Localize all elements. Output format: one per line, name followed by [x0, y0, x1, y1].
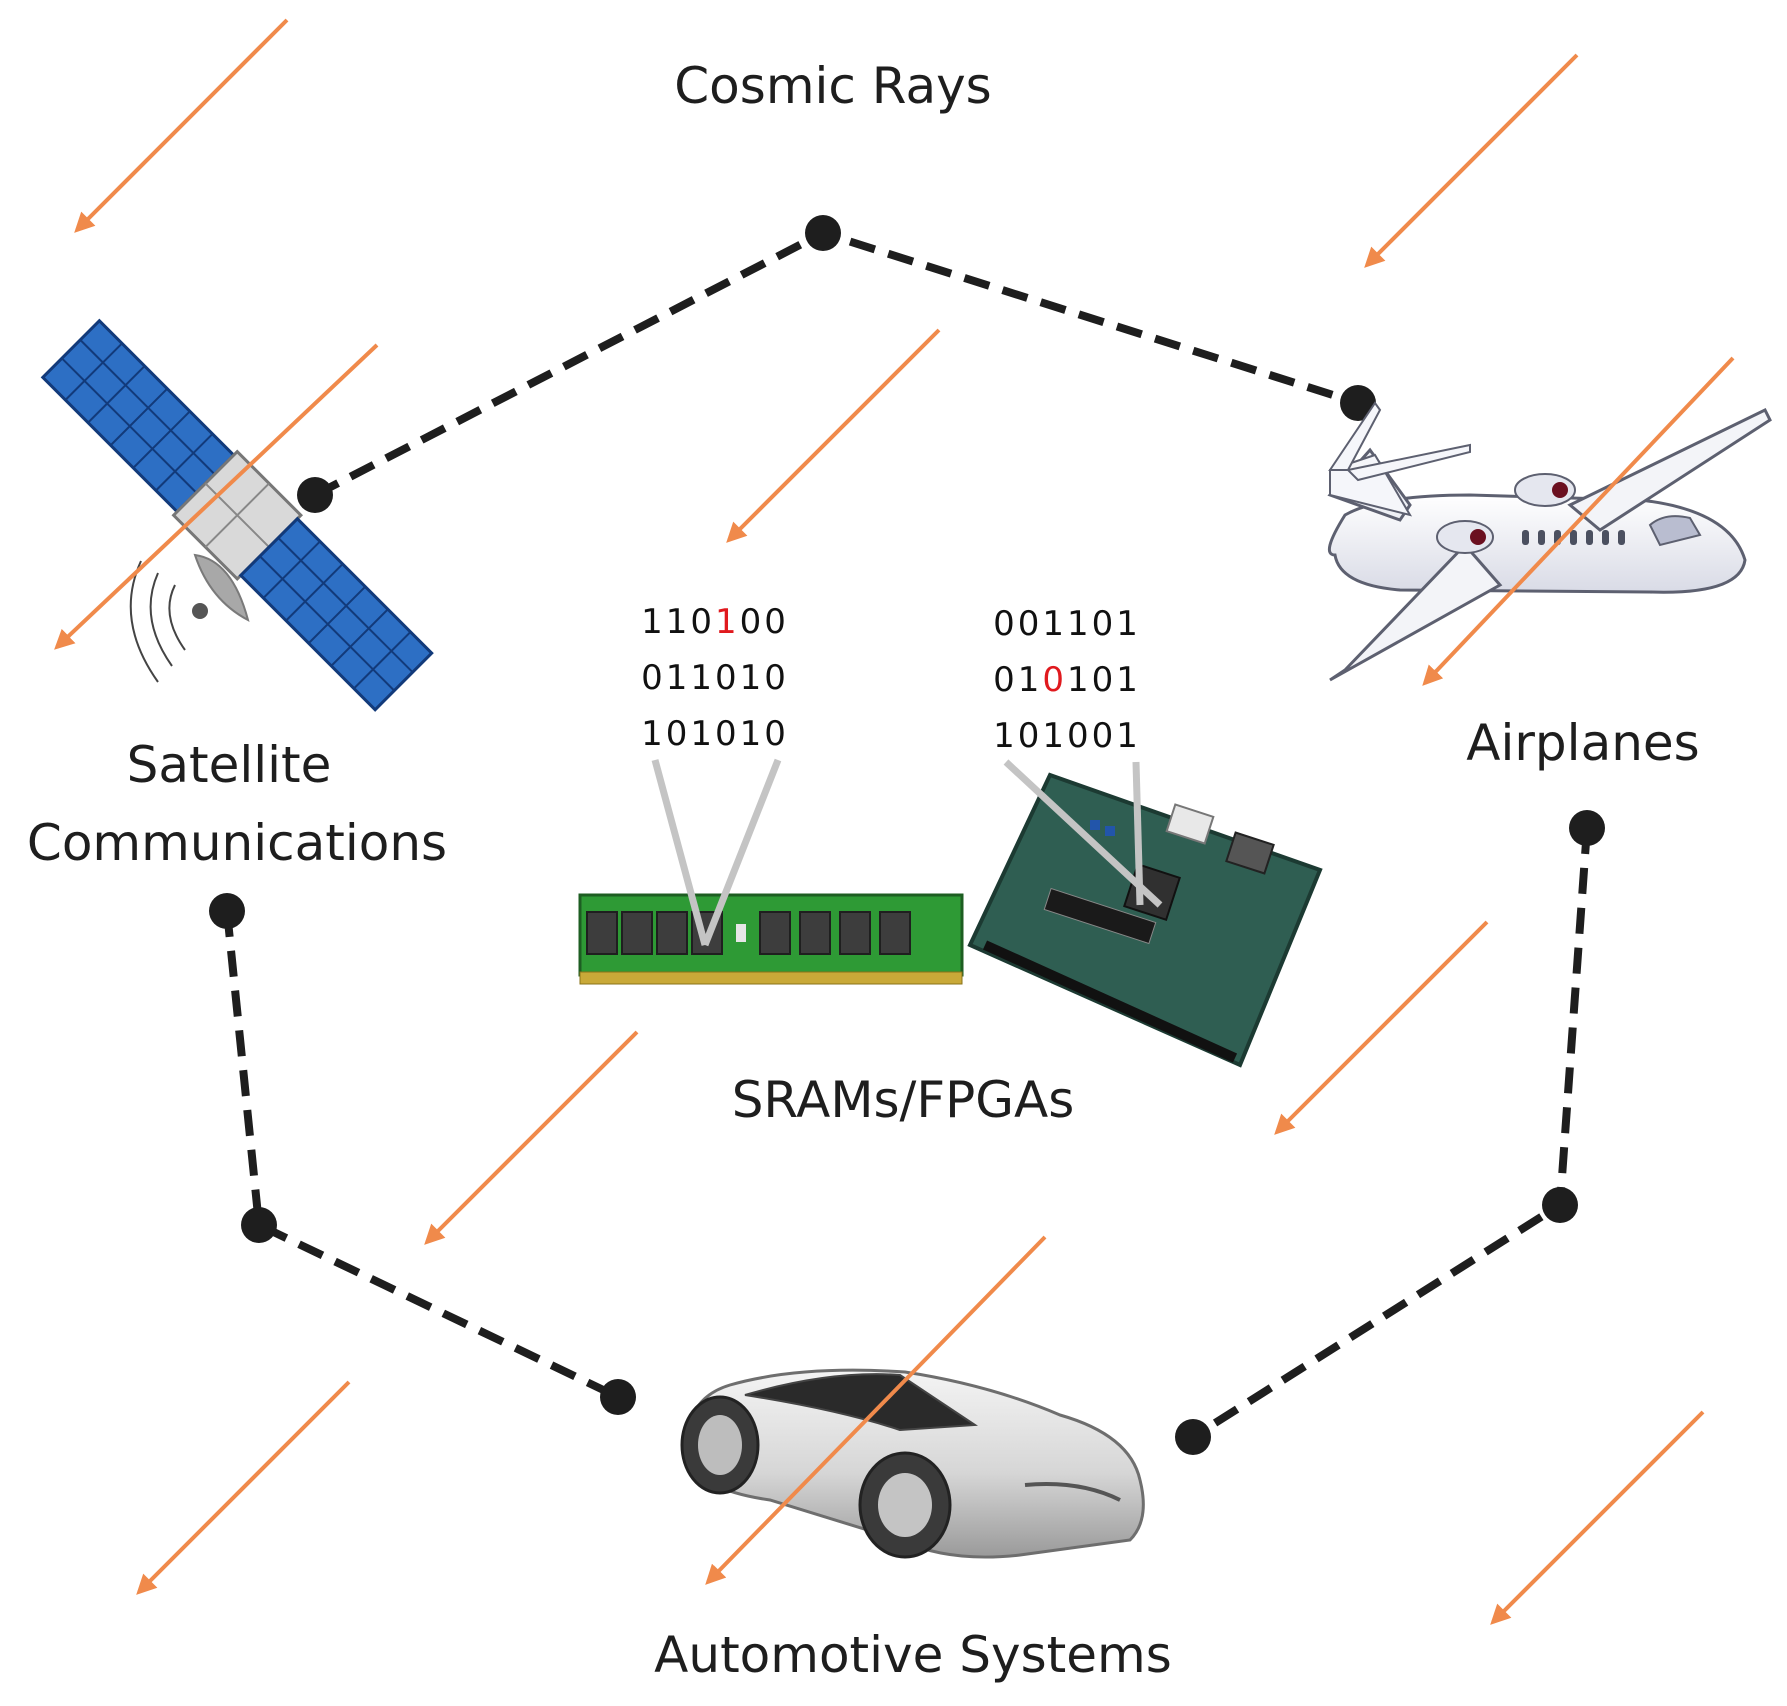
bit-row: 001101: [993, 604, 1141, 644]
label-satellite-line1: Satellite: [127, 736, 332, 794]
label-airplanes: Airplanes: [1466, 714, 1699, 772]
flipped-bit: 0: [1042, 660, 1067, 700]
link-satellite-to-airplane: [313, 228, 1360, 499]
bit-segment: 001101: [993, 604, 1141, 644]
node-dot: [1569, 810, 1605, 846]
link-satellite-to-car: [223, 910, 620, 1401]
cosmic-ray-arrow: [1274, 920, 1489, 1135]
label-automotive: Automotive Systems: [654, 1626, 1172, 1684]
bit-segment: 101: [1067, 660, 1141, 700]
bit-segment: 101010: [641, 714, 789, 754]
bit-segment: 01: [993, 660, 1042, 700]
bit-row: 110100: [641, 602, 789, 642]
cosmic-ray-arrow: [136, 1380, 351, 1595]
node-dot: [1175, 1419, 1211, 1455]
airplane-icon: [1327, 401, 1772, 682]
node-dot: [209, 893, 245, 929]
flipped-bit: 1: [715, 602, 740, 642]
cosmic-ray-arrow: [1490, 1410, 1705, 1625]
bit-row: 101001: [993, 716, 1141, 756]
cosmic-ray-arrow: [424, 1030, 639, 1245]
bit-segment: 101001: [993, 716, 1141, 756]
title-cosmic-rays: Cosmic Rays: [674, 57, 991, 115]
cosmic-ray-arrow: [74, 18, 289, 233]
bit-row: 101010: [641, 714, 789, 754]
bit-segment: 110: [641, 602, 715, 642]
cosmic-ray-arrow: [54, 343, 379, 650]
sram-bit-pattern: 110100 011010 101010: [641, 602, 789, 754]
cosmic-ray-arrow: [726, 328, 941, 543]
bit-row: 010101: [993, 660, 1141, 700]
car-icon: [680, 1368, 1145, 1559]
fpga-board-icon: [967, 772, 1323, 1068]
node-dot: [805, 215, 841, 251]
node-dot: [241, 1207, 277, 1243]
node-dot: [1340, 385, 1376, 421]
sram-module-icon: [578, 893, 964, 985]
connector-nodes: [209, 215, 1605, 1455]
node-dot: [1542, 1187, 1578, 1223]
bit-segment: 00: [740, 602, 789, 642]
bit-row: 011010: [641, 658, 789, 698]
bit-leader-lines: [651, 758, 1163, 947]
satellite-icon: [40, 318, 434, 712]
cosmic-ray-arrow: [1364, 53, 1579, 268]
cosmic-ray-arrows: [54, 18, 1735, 1625]
bit-segment: 011010: [641, 658, 789, 698]
node-dot: [600, 1379, 636, 1415]
label-satellite-line2: Communications: [27, 814, 447, 872]
cosmic-ray-arrow: [705, 1235, 1047, 1585]
node-dot: [297, 477, 333, 513]
label-devices: SRAMs/FPGAs: [732, 1071, 1075, 1129]
cosmic-ray-arrow: [1422, 356, 1735, 686]
